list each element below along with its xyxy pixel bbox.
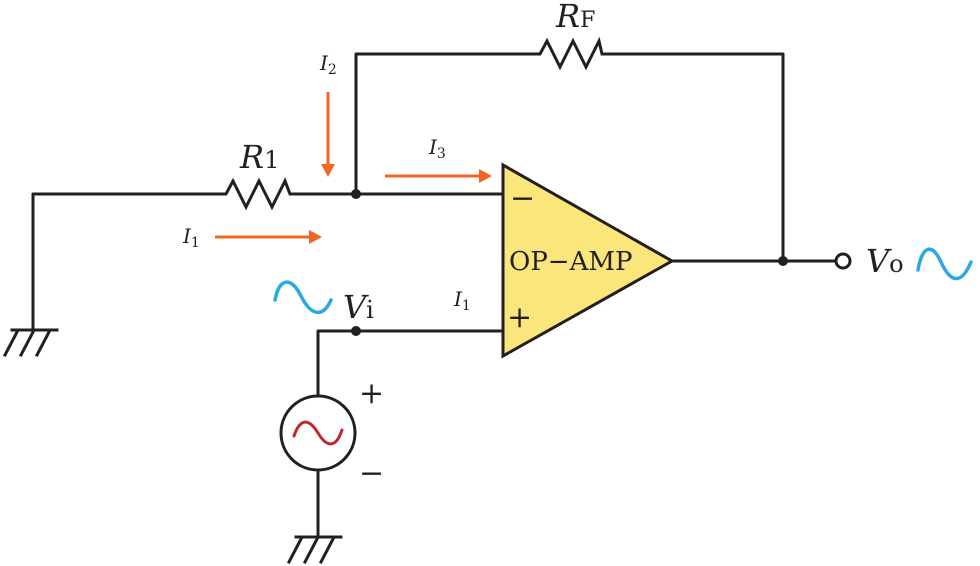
wire-ground-left-to-r1 [31,192,220,332]
source-plus-sign: + [359,376,384,411]
label-i1-left: I1 [182,224,200,251]
junction-node-inverting [351,189,361,199]
wire-feedback-left [354,52,534,196]
ac-source-wave-icon [292,420,344,446]
inverting-input-sign: − [510,181,535,216]
source-minus-sign: − [359,456,384,491]
resistor-r1 [218,177,296,211]
label-r1: R1 [239,138,279,176]
wire-feedback-right [604,52,785,263]
opamp-triangle [501,162,676,359]
junction-node-vi [351,326,361,336]
ground-symbol-bottom [286,535,343,565]
label-vo: Vo [866,242,904,280]
wire-noninverting [316,329,505,398]
opamp-label: OP−AMP [509,247,633,277]
resistor-rf [532,36,606,71]
noninverting-input-sign: + [507,300,532,335]
current-arrow-i1 [215,230,322,244]
label-i2: I2 [319,51,337,78]
wires [31,52,838,539]
label-vi: Vi [343,288,374,326]
output-terminal [834,252,852,270]
current-arrow-i3 [385,169,492,183]
output-sine-wave-icon [916,247,973,281]
label-i3: I3 [428,135,446,162]
input-sine-wave-icon [273,280,333,314]
junction-node-output [778,256,788,266]
current-arrow-i2 [321,92,335,177]
ground-symbol-left [2,328,59,358]
label-i1-right: I1 [453,287,471,314]
label-rf: RF [555,0,595,35]
